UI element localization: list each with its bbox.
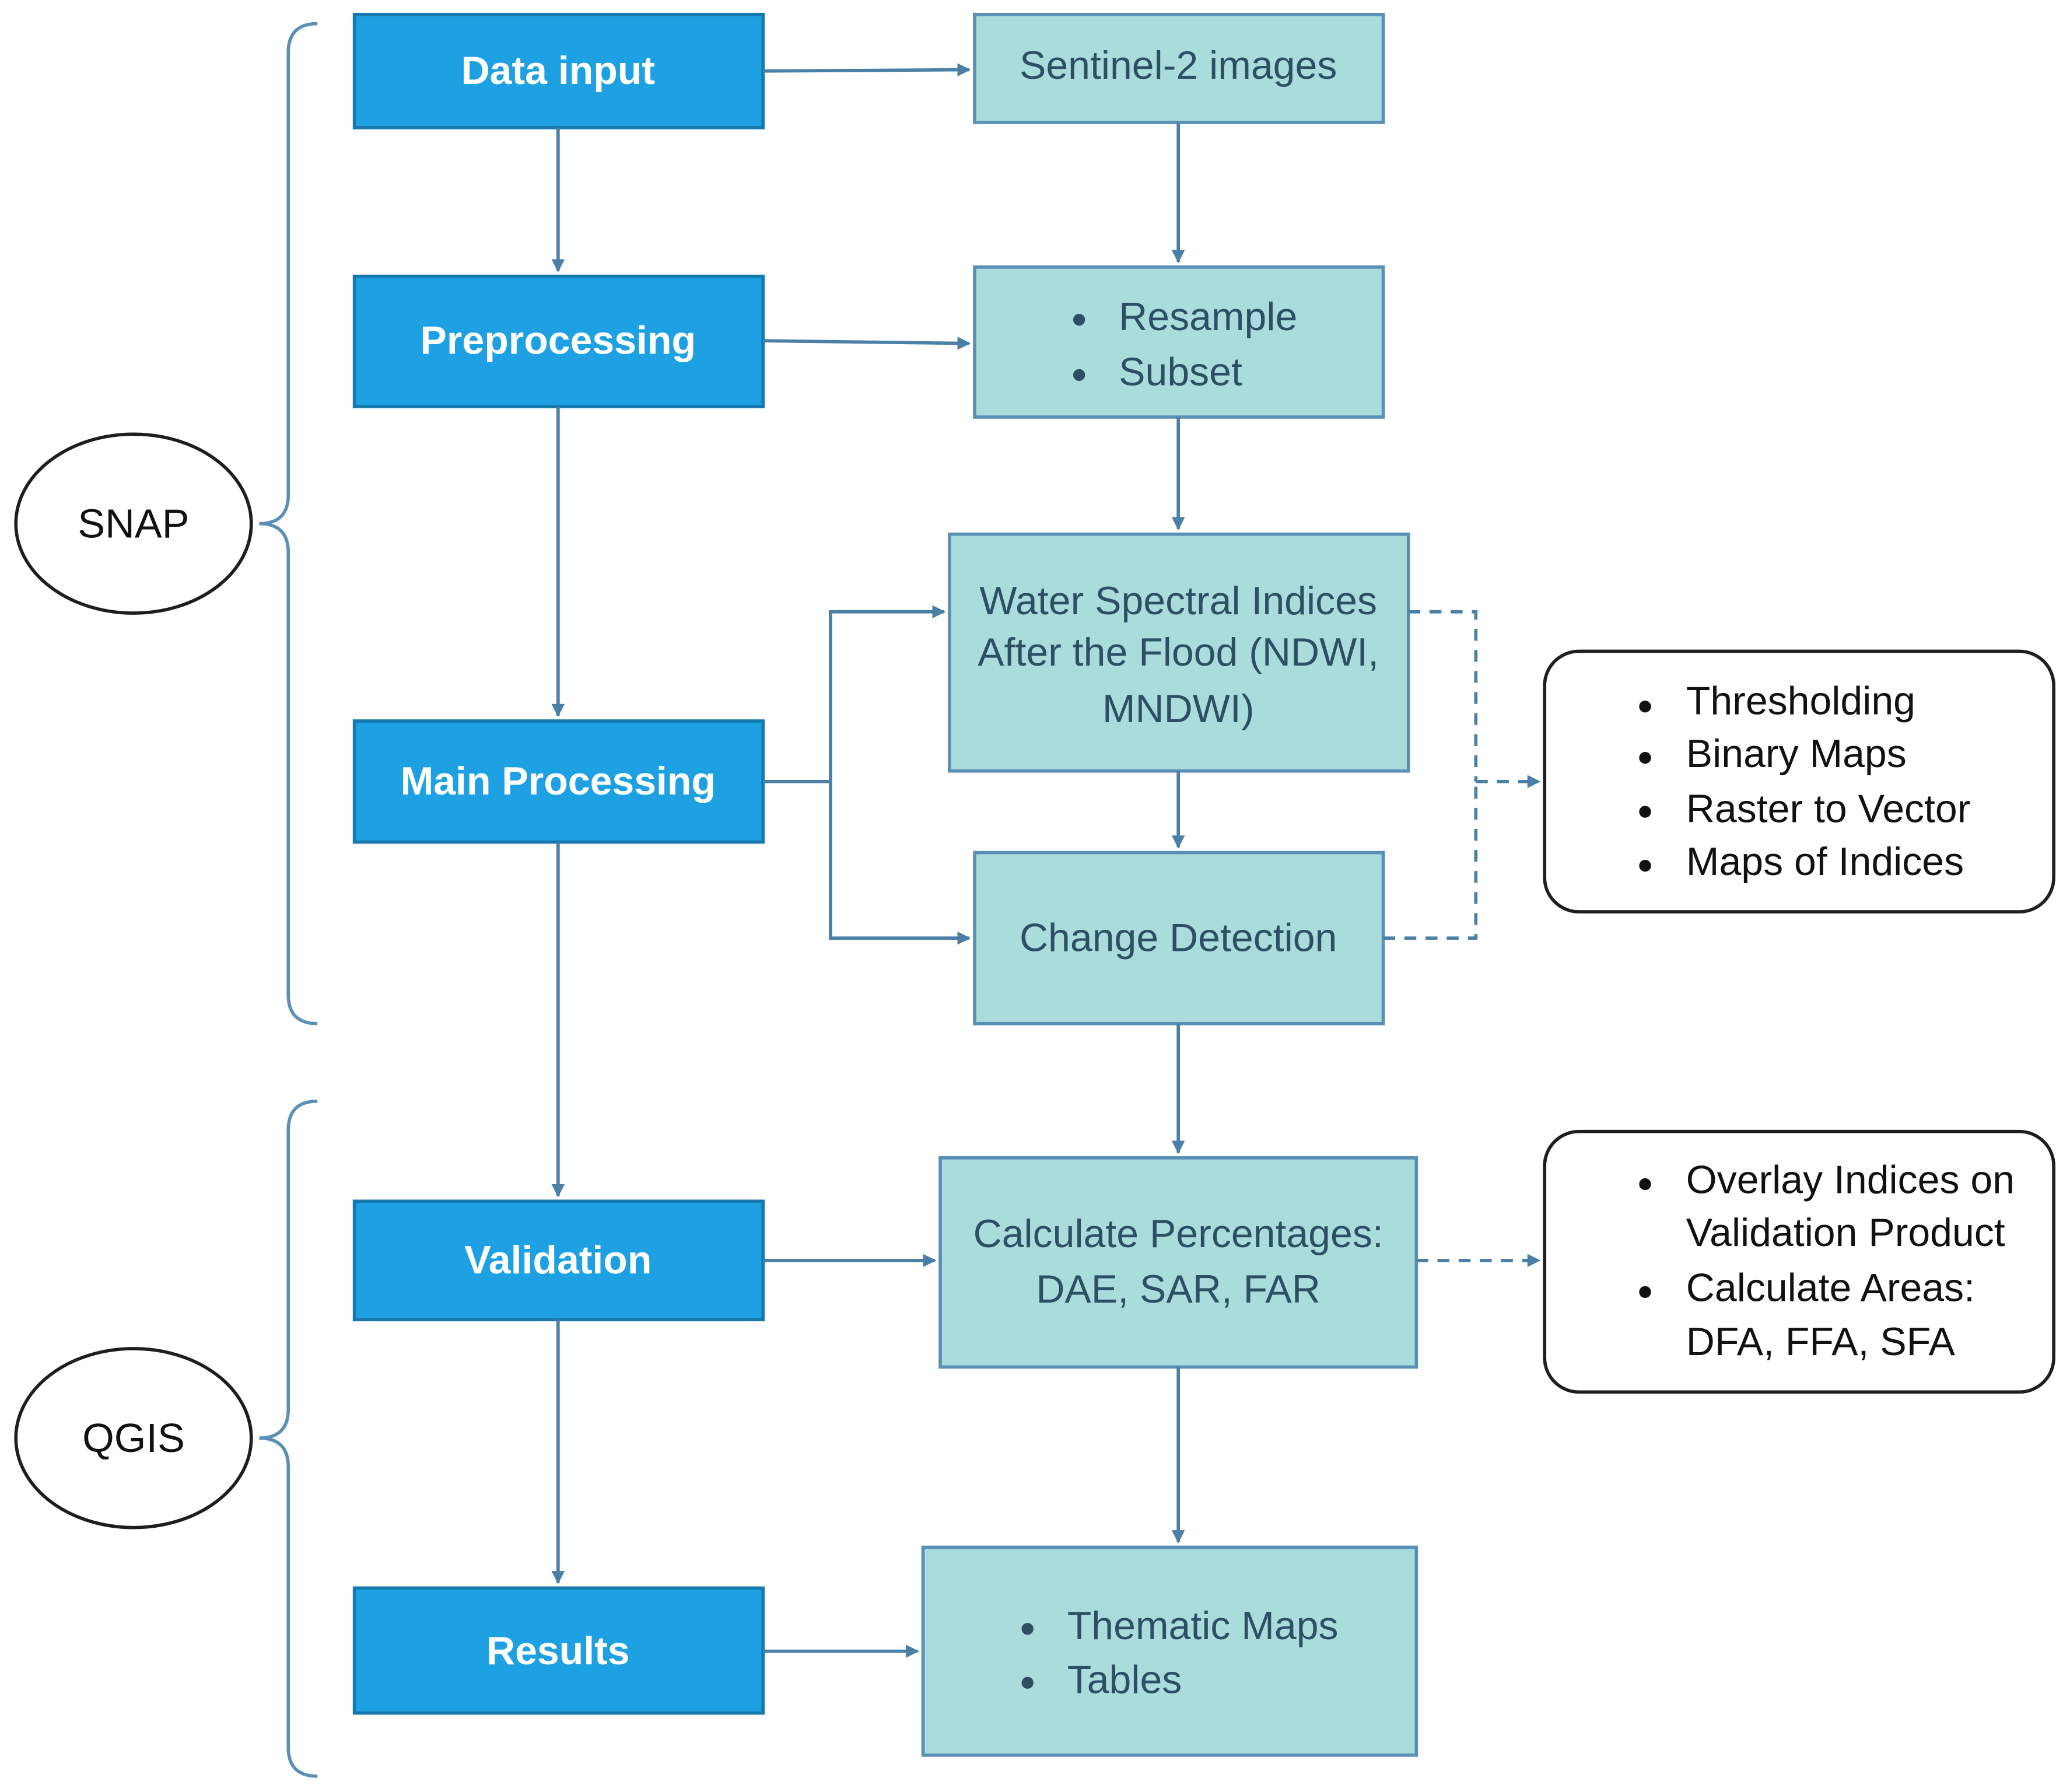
water-indices-box: Water Spectral Indices After the Flood (… xyxy=(948,532,1410,773)
calculate-areas-line-1: Calculate Areas: xyxy=(1686,1266,1975,1310)
overlay-indices-line-1: Overlay Indices on xyxy=(1686,1158,2015,1202)
thematic-maps-label: Thematic Maps xyxy=(1067,1604,1339,1648)
results-step: Results xyxy=(352,1586,765,1715)
raster-to-vector-label: Raster to Vector xyxy=(1686,788,1971,831)
arrow-main-processing-to-change-detection xyxy=(829,781,971,945)
preprocessing-methods-box: Resample Subset xyxy=(973,265,1385,419)
preprocessing-label: Preprocessing xyxy=(421,319,696,363)
binary-maps-label: Binary Maps xyxy=(1686,732,1907,776)
water-indices-line-2: After the Flood (NDWI, xyxy=(978,631,1379,674)
arrow-preprocessing-to-methods xyxy=(763,337,971,350)
bullet-overlay-indices xyxy=(1639,1178,1651,1191)
snap-label: SNAP xyxy=(78,501,189,547)
subset-label: Subset xyxy=(1119,351,1242,394)
calculate-areas-line-2: DFA, FFA, SFA xyxy=(1686,1320,1956,1364)
resample-label: Resample xyxy=(1119,295,1297,339)
results-label: Results xyxy=(486,1629,630,1673)
maps-of-indices-label: Maps of Indices xyxy=(1686,840,1964,884)
percentages-line-2: DAE, SAR, FAR xyxy=(1036,1268,1321,1311)
arrow-main-processing-to-water-indices xyxy=(763,605,946,783)
tables-label: Tables xyxy=(1067,1658,1182,1702)
bullet-subset xyxy=(1073,369,1085,381)
bullet-thresholding xyxy=(1639,701,1651,713)
preprocessing-step: Preprocessing xyxy=(352,274,765,408)
snap-tool-node: SNAP xyxy=(14,432,253,615)
water-indices-line-1: Water Spectral Indices xyxy=(979,579,1377,623)
change-detection-label: Change Detection xyxy=(1020,916,1337,960)
overlay-indices-line-2: Validation Product xyxy=(1686,1211,2005,1255)
bullet-resample xyxy=(1073,313,1085,326)
bullet-calculate-areas xyxy=(1639,1286,1651,1298)
snap-outputs-note: Thresholding Binary Maps Raster to Vecto… xyxy=(1543,649,2055,914)
percentages-box: Calculate Percentages: DAE, SAR, FAR xyxy=(938,1156,1418,1369)
data-input-label: Data input xyxy=(461,49,655,93)
results-outputs-box: Thematic Maps Tables xyxy=(921,1545,1418,1757)
arrow-data-input-to-sentinel xyxy=(763,63,971,76)
qgis-tool-node: QGIS xyxy=(14,1347,253,1530)
main-processing-step: Main Processing xyxy=(352,719,765,844)
bullet-thematic-maps xyxy=(1021,1623,1034,1635)
bullet-binary-maps xyxy=(1639,752,1651,764)
qgis-brace xyxy=(259,1100,318,1778)
sentinel-images-box: Sentinel-2 images xyxy=(973,12,1385,124)
qgis-outputs-note: Overlay Indices on Validation Product Ca… xyxy=(1543,1129,2055,1394)
dashed-water-indices-to-snap-note xyxy=(1408,610,1478,782)
bullet-tables xyxy=(1021,1676,1034,1689)
bullet-maps-of-indices xyxy=(1639,859,1651,872)
qgis-label: QGIS xyxy=(82,1415,185,1461)
snap-brace xyxy=(259,22,318,1026)
dashed-change-detection-to-snap-note xyxy=(1383,781,1478,940)
percentages-line-1: Calculate Percentages: xyxy=(973,1212,1383,1256)
bullet-raster-to-vector xyxy=(1639,806,1651,818)
validation-step: Validation xyxy=(352,1199,765,1322)
thresholding-label: Thresholding xyxy=(1686,680,1915,723)
sentinel-images-label: Sentinel-2 images xyxy=(1020,44,1337,88)
validation-label: Validation xyxy=(464,1238,652,1282)
data-input-step: Data input xyxy=(352,12,765,130)
change-detection-box: Change Detection xyxy=(973,850,1385,1026)
water-indices-line-3: MNDWI) xyxy=(1102,687,1255,731)
main-processing-label: Main Processing xyxy=(401,760,716,803)
